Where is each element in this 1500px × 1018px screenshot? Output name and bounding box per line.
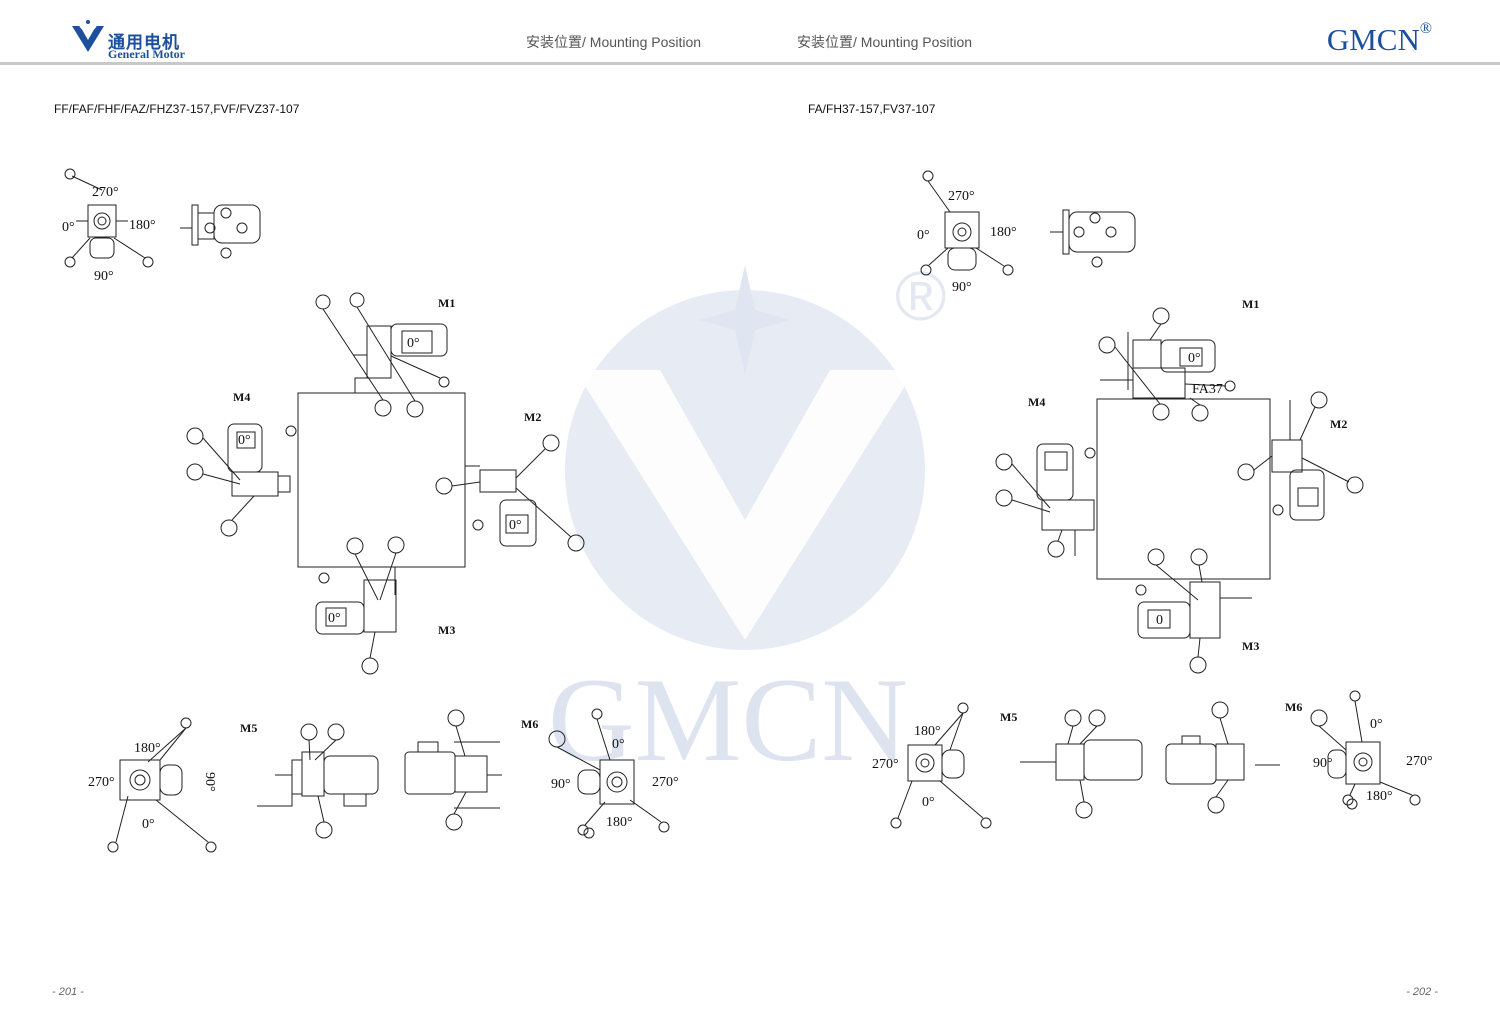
right-label-m3: M3: [1242, 639, 1259, 653]
left-m4-unit: 0°: [186, 423, 297, 537]
right-m6-unit: 0° 90° 270° 180°: [1310, 690, 1433, 810]
right-m4-unit: [995, 443, 1096, 558]
svg-text:0°: 0°: [328, 611, 341, 626]
svg-text:180°: 180°: [914, 724, 941, 739]
right-label-m4: M4: [1028, 395, 1045, 409]
svg-text:180°: 180°: [606, 815, 633, 830]
svg-text:90°: 90°: [202, 772, 217, 792]
header-title-left: 安装位置/ Mounting Position: [526, 34, 702, 50]
left-m5-unit: 180° 270° 0° 90°: [88, 709, 502, 853]
right-orientation-diagram: 270° 0° 180° 90°: [917, 170, 1136, 295]
page-number-left: - 201 -: [52, 986, 84, 998]
right-m3-unit: 0: [1135, 548, 1252, 674]
svg-text:0°: 0°: [238, 433, 251, 448]
svg-text:270°: 270°: [652, 775, 679, 790]
left-m6-unit: 0° 90° 270° 180°: [548, 708, 679, 839]
left-label-m6: M6: [521, 717, 538, 731]
logo-chinese-name: 通用电机: [108, 33, 180, 53]
right-m2-unit: [1237, 391, 1364, 521]
svg-text:0°: 0°: [509, 518, 522, 533]
right-label-m1: M1: [1242, 297, 1259, 311]
svg-text:180°: 180°: [134, 741, 161, 756]
svg-text:0°: 0°: [407, 336, 420, 351]
svg-text:270°: 270°: [88, 775, 115, 790]
svg-text:0°: 0°: [917, 228, 930, 243]
left-label-m3: M3: [438, 623, 455, 637]
svg-text:90°: 90°: [94, 269, 114, 284]
left-label-m2: M2: [524, 410, 541, 424]
right-model-label: FA37: [1192, 382, 1223, 397]
svg-text:0°: 0°: [1188, 351, 1201, 366]
watermark-text: GMCN: [548, 653, 908, 786]
header-title-right: 安装位置/ Mounting Position: [797, 34, 973, 50]
page-header: 通用电机 General Motor 安装位置/ Mounting Positi…: [0, 0, 1500, 65]
svg-text:0°: 0°: [922, 795, 935, 810]
right-m5-unit: 180° 270° 0°: [872, 701, 1280, 829]
logo-english-name: General Motor: [108, 47, 185, 61]
brand-text: GMCN: [1326, 22, 1420, 57]
svg-text:270°: 270°: [872, 757, 899, 772]
svg-text:180°: 180°: [129, 218, 156, 233]
svg-text:90°: 90°: [952, 280, 972, 295]
right-label-m2: M2: [1330, 417, 1347, 431]
svg-text:0°: 0°: [62, 220, 75, 235]
svg-text:0°: 0°: [1370, 717, 1383, 732]
right-mounting-plate: [1096, 398, 1271, 580]
right-section-title: FA/FH37-157,FV37-107: [808, 102, 936, 116]
svg-text:0°: 0°: [612, 737, 625, 752]
right-label-m6: M6: [1285, 700, 1302, 714]
right-m1-unit: 0°: [1098, 307, 1236, 422]
left-label-m1: M1: [438, 296, 455, 310]
svg-text:270°: 270°: [92, 185, 119, 200]
svg-text:180°: 180°: [1366, 789, 1393, 804]
svg-text:90°: 90°: [1313, 756, 1333, 771]
page-number-right: - 202 -: [1406, 986, 1438, 998]
svg-text:0°: 0°: [142, 817, 155, 832]
left-section-title: FF/FAF/FHF/FAZ/FHZ37-157,FVF/FVZ37-107: [54, 102, 300, 116]
brand-registered-mark: ®: [1419, 20, 1432, 37]
left-label-m5: M5: [240, 721, 257, 735]
left-label-m4: M4: [233, 390, 250, 404]
svg-text:270°: 270°: [948, 189, 975, 204]
logo-icon: [72, 20, 104, 52]
left-m2-unit: 0°: [435, 434, 585, 552]
svg-text:180°: 180°: [990, 225, 1017, 240]
left-mounting-plate: [297, 392, 466, 568]
svg-text:90°: 90°: [551, 777, 571, 792]
left-m1-unit: 0°: [315, 292, 450, 418]
left-orientation-diagram: 270° 0° 180° 90°: [62, 168, 261, 284]
svg-text:0: 0: [1156, 613, 1163, 628]
left-m3-unit: 0°: [315, 536, 420, 675]
company-logo: 通用电机 General Motor: [70, 18, 200, 61]
right-label-m5: M5: [1000, 710, 1017, 724]
svg-text:270°: 270°: [1406, 754, 1433, 769]
brand-name: GMCN®: [1326, 20, 1432, 58]
